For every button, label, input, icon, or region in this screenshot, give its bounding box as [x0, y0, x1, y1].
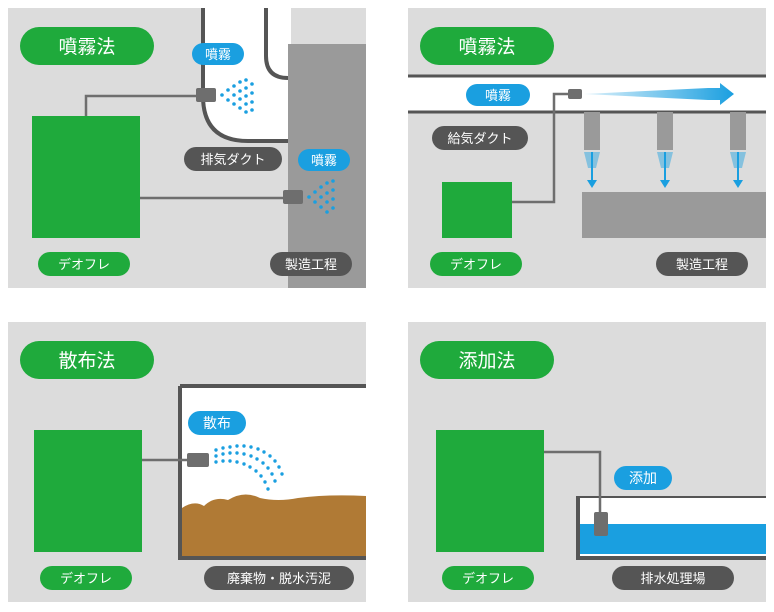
- panel-addition: 添加法 添加 デオフレ 排水処理場: [408, 322, 766, 602]
- panel-title: 散布法: [58, 350, 115, 372]
- title-pill: [420, 341, 554, 379]
- panel-title: 噴霧法: [58, 36, 115, 58]
- deofure-label: デオフレ: [58, 257, 110, 273]
- nozzle-icon: [568, 89, 582, 99]
- duct-label: 排気ダクト: [200, 152, 265, 168]
- deofure-label-pill: [38, 252, 130, 276]
- process-label: 製造工程: [285, 258, 337, 273]
- dosing-pipe-outlet: [594, 512, 608, 536]
- scatter-label-pill: [188, 411, 246, 435]
- title-pill: [20, 27, 154, 65]
- target-label: 廃棄物・脱水汚泥: [227, 571, 331, 587]
- process-label-pill: [270, 252, 352, 276]
- process-label-pill: [656, 252, 748, 276]
- add-label-pill: [614, 466, 672, 490]
- panel-spray-supply: 噴霧法 噴霧 給気ダクト デオフレ 製造工程: [408, 8, 766, 288]
- deofure-label: デオフレ: [60, 571, 112, 587]
- deofure-label: デオフレ: [450, 257, 502, 273]
- target-label-pill: [612, 566, 734, 590]
- container-wall: [178, 386, 366, 560]
- air-outlet-icon: [657, 112, 673, 188]
- deofure-label-pill: [442, 566, 534, 590]
- deofure-label-pill: [430, 252, 522, 276]
- pipe-to-duct: [84, 94, 200, 116]
- deofure-tank: [34, 430, 142, 552]
- scatter-spray-icon: [214, 444, 284, 491]
- sludge-pile: [182, 494, 366, 556]
- nozzle-icon: [196, 88, 216, 102]
- basin-wall: [576, 496, 766, 560]
- target-label: 排水処理場: [640, 572, 705, 587]
- duct-label-pill: [432, 126, 528, 150]
- panel-spray-exhaust-diagram: 噴霧法 噴霧 噴霧 排気ダクト デオフレ 製造工程: [8, 8, 366, 288]
- air-outlet-icon: [584, 112, 600, 188]
- process-label: 製造工程: [676, 258, 728, 273]
- spray-label-pill: [192, 43, 244, 65]
- spray-label: 噴霧: [485, 89, 511, 104]
- deofure-tank: [442, 182, 512, 238]
- add-label: 添加: [629, 471, 657, 487]
- spray-label: 噴霧: [311, 154, 337, 169]
- panel-spray-exhaust: 噴霧法 噴霧 噴霧 排気ダクト デオフレ 製造工程: [8, 8, 366, 288]
- pipe-to-duct: [512, 92, 568, 204]
- spray-mist-icon: [307, 179, 335, 214]
- flow-arrow-icon: [584, 83, 734, 105]
- panel-spray-supply-diagram: 噴霧法 噴霧 給気ダクト デオフレ 製造工程: [408, 8, 766, 288]
- process-block: [582, 192, 766, 238]
- spray-label: 噴霧: [205, 48, 231, 63]
- title-pill: [420, 27, 554, 65]
- air-outlet-icon: [730, 112, 746, 188]
- spray-mist-icon: [220, 78, 254, 114]
- scatter-label: 散布: [203, 416, 231, 432]
- nozzle-icon: [283, 190, 303, 204]
- deofure-tank: [436, 430, 544, 552]
- exhaust-duct-wall-inner: [264, 8, 289, 80]
- duct-label: 給気ダクト: [447, 131, 512, 147]
- spray-label-pill: [466, 84, 530, 106]
- deofure-tank: [32, 116, 140, 238]
- deofure-label: デオフレ: [462, 571, 514, 587]
- panel-title: 噴霧法: [458, 36, 515, 58]
- dosing-pipe-icon: [544, 450, 602, 514]
- panel-scatter: 散布法 散布 デオフレ 廃棄物・脱水汚泥: [8, 322, 366, 602]
- target-label-pill: [204, 566, 354, 590]
- wastewater: [580, 524, 766, 554]
- panel-addition-diagram: 添加法 添加 デオフレ 排水処理場: [408, 322, 766, 602]
- title-pill: [20, 341, 154, 379]
- panel-title: 添加法: [458, 350, 515, 372]
- panel-scatter-diagram: 散布法 散布 デオフレ 廃棄物・脱水汚泥: [8, 322, 366, 602]
- exhaust-duct-interior: [203, 8, 291, 141]
- spray-label-pill: [298, 149, 350, 171]
- duct-label-pill: [184, 147, 282, 171]
- deofure-label-pill: [40, 566, 132, 590]
- nozzle-icon: [187, 453, 209, 467]
